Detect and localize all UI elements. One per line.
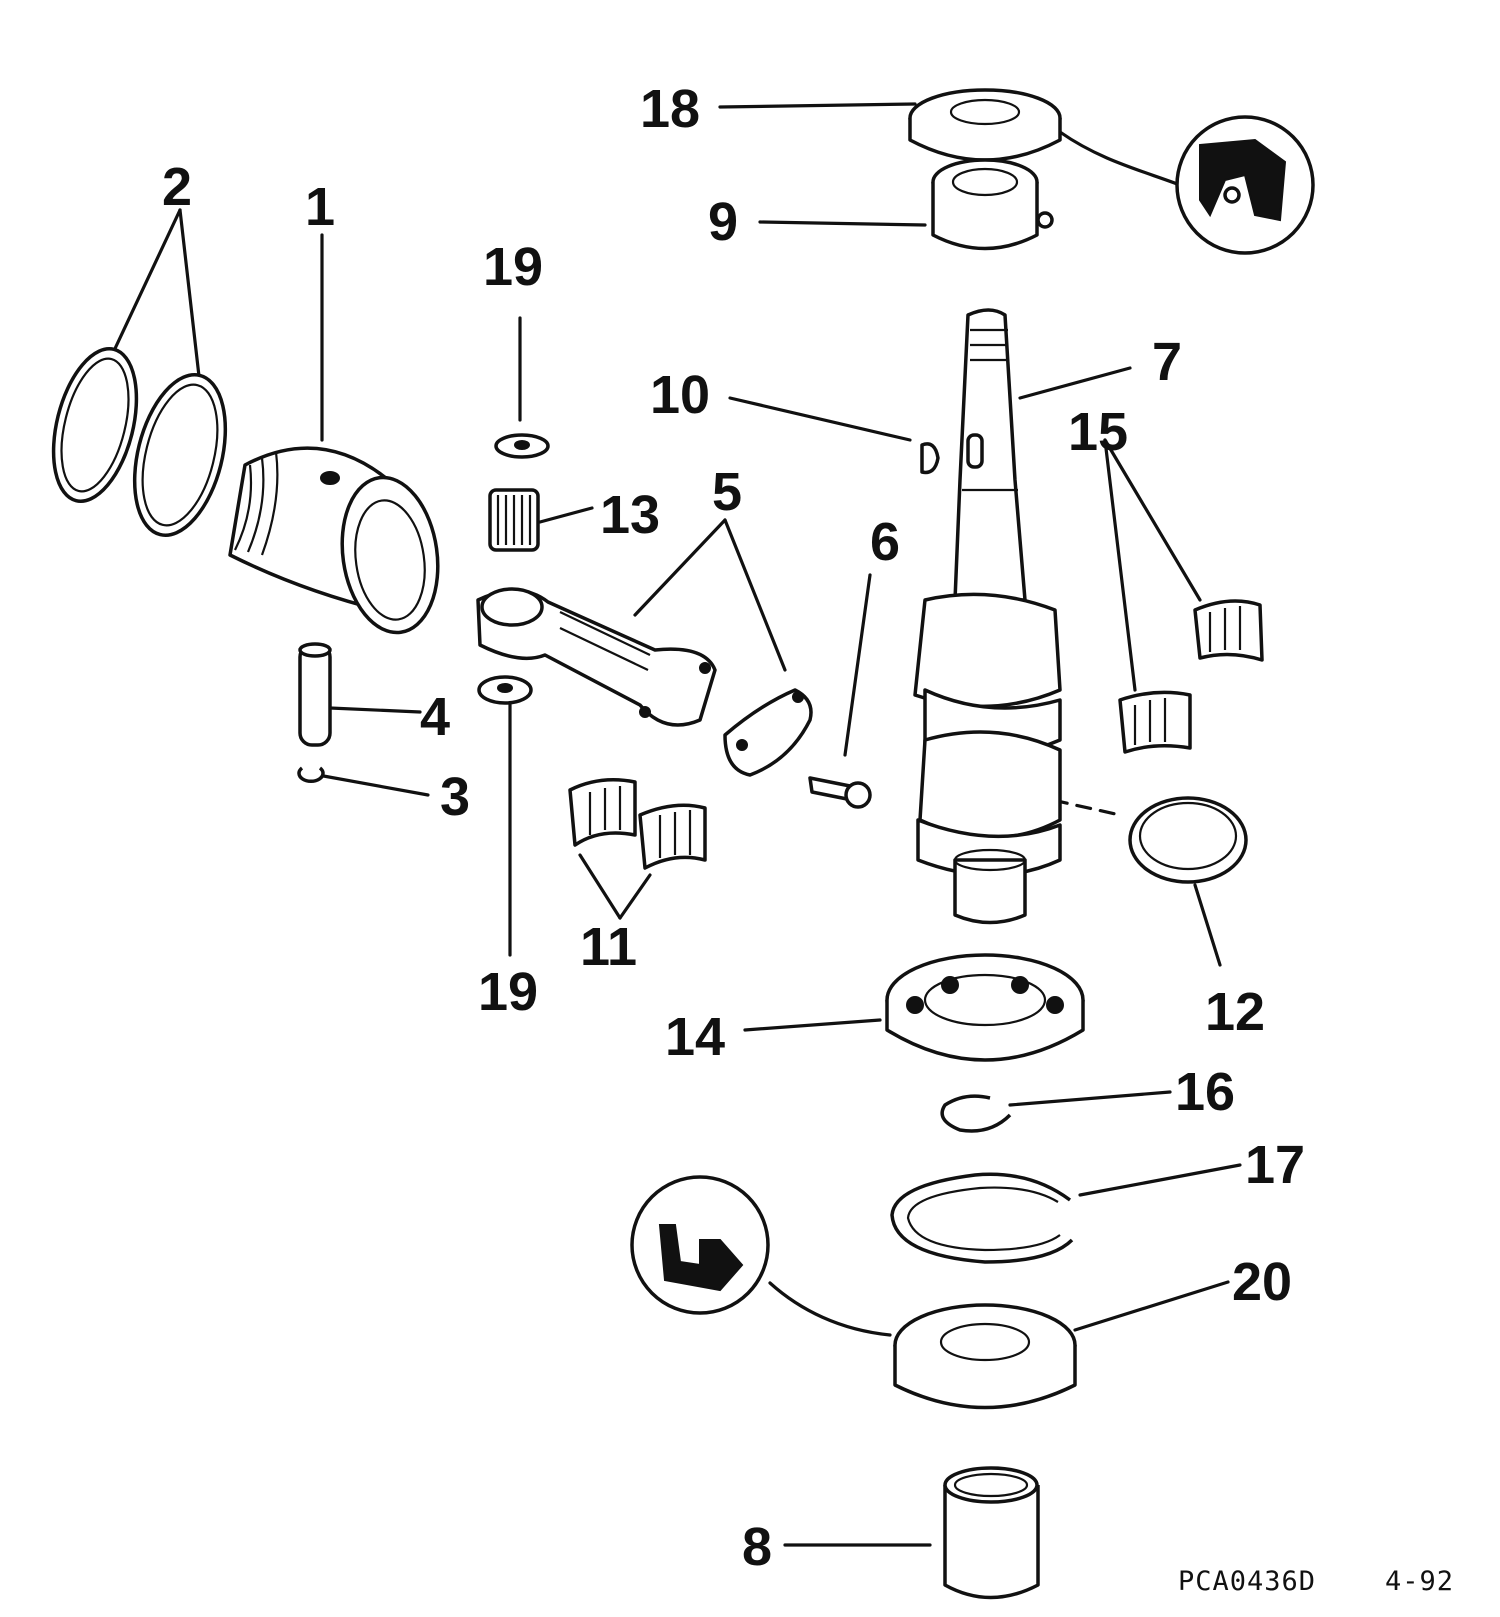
callout-13: 13: [600, 485, 661, 545]
lower-ball-bearing: [885, 953, 1085, 1062]
callout-7: 7: [1152, 332, 1183, 392]
wristpin-needle-bearing: [488, 488, 540, 552]
upper-oil-seal: [908, 88, 1062, 162]
seal-ring: [1128, 796, 1248, 884]
callout-8: 8: [742, 1517, 773, 1577]
callout-16: 16: [1175, 1062, 1236, 1122]
snap-ring: [890, 1172, 1074, 1264]
sealer-symbol-top: [1175, 115, 1315, 255]
crankpin-bearing-halves: [568, 778, 707, 870]
callout-14: 14: [665, 1007, 726, 1067]
thrust-washers: [477, 433, 550, 705]
callout-12: 12: [1205, 982, 1266, 1042]
callout-15: 15: [1068, 402, 1129, 462]
rod-screw: [808, 776, 872, 809]
callout-2: 2: [162, 157, 193, 217]
lower-oil-seal: [893, 1303, 1077, 1410]
connecting-rod: [476, 587, 717, 727]
crankshaft: [913, 308, 1062, 925]
callout-18: 18: [640, 79, 701, 139]
piston: [228, 446, 440, 635]
connecting-rod-cap: [723, 688, 813, 777]
piston-pin: [298, 642, 332, 747]
callout-19-bottom: 19: [478, 962, 539, 1022]
leader-lines: [110, 102, 1242, 1547]
piston-rings: [51, 347, 228, 537]
part-code: PCA0436D: [1178, 1566, 1317, 1597]
callout-6: 6: [870, 512, 901, 572]
callout-9: 9: [708, 192, 739, 252]
woodruff-key: [920, 442, 940, 475]
bearing-retaining-ring: [940, 1094, 1012, 1133]
center-main-bearing-halves: [1118, 599, 1264, 754]
callout-17: 17: [1245, 1135, 1306, 1195]
callout-5: 5: [712, 462, 743, 522]
callout-11: 11: [580, 917, 638, 977]
pin-retainer: [297, 766, 325, 784]
callout-3: 3: [440, 767, 471, 827]
lower-bushing: [943, 1466, 1040, 1600]
callout-1: 1: [305, 177, 336, 237]
callout-4: 4: [420, 687, 451, 747]
callout-20: 20: [1232, 1252, 1293, 1312]
revision-code: 4-92: [1385, 1566, 1455, 1597]
callout-10: 10: [650, 365, 711, 425]
upper-main-bearing: [931, 158, 1054, 251]
callout-19-top: 19: [483, 237, 544, 297]
sealer-symbol-bottom: [630, 1175, 770, 1315]
